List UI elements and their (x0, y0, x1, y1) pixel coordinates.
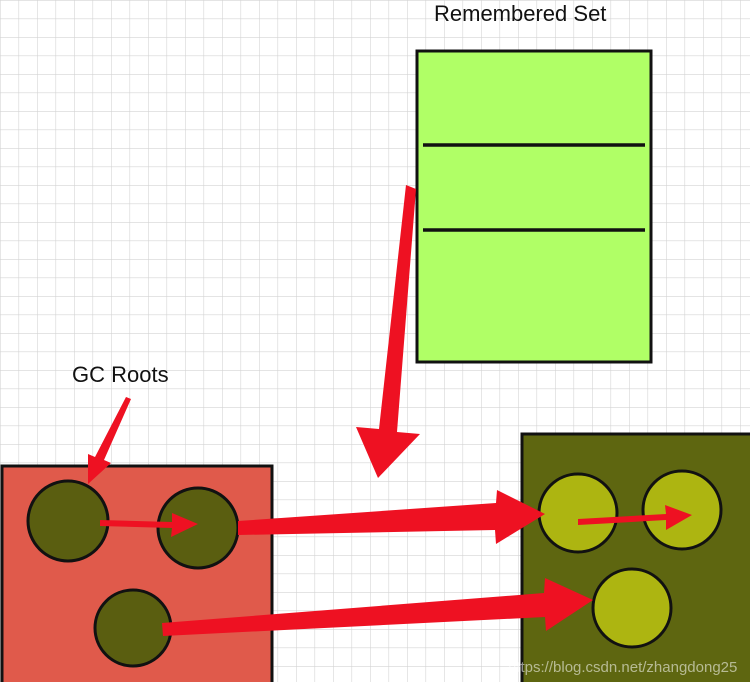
root-object-3 (93, 588, 173, 668)
root-object-1-to-2-arrow (100, 513, 198, 537)
target-object-2 (641, 469, 723, 551)
gc-roots-label: GC Roots (72, 362, 169, 387)
target-object-1-to-2-arrow (578, 505, 692, 530)
root-object-3-to-target-3-arrow (162, 578, 593, 636)
target-object-1 (537, 472, 619, 554)
remembered-set-reference-arrow (356, 185, 420, 478)
root-object-2 (156, 486, 240, 570)
remembered-set-label: Remembered Set (434, 1, 606, 26)
root-object-1 (26, 479, 110, 563)
watermark: https://blog.csdn.net/zhangdong25 (508, 659, 737, 676)
target-object-3 (591, 567, 673, 649)
root-object-2-to-target-1-arrow (238, 490, 545, 544)
remembered-set-card (415, 49, 653, 364)
gc-roots-pointer-arrow (88, 397, 131, 484)
